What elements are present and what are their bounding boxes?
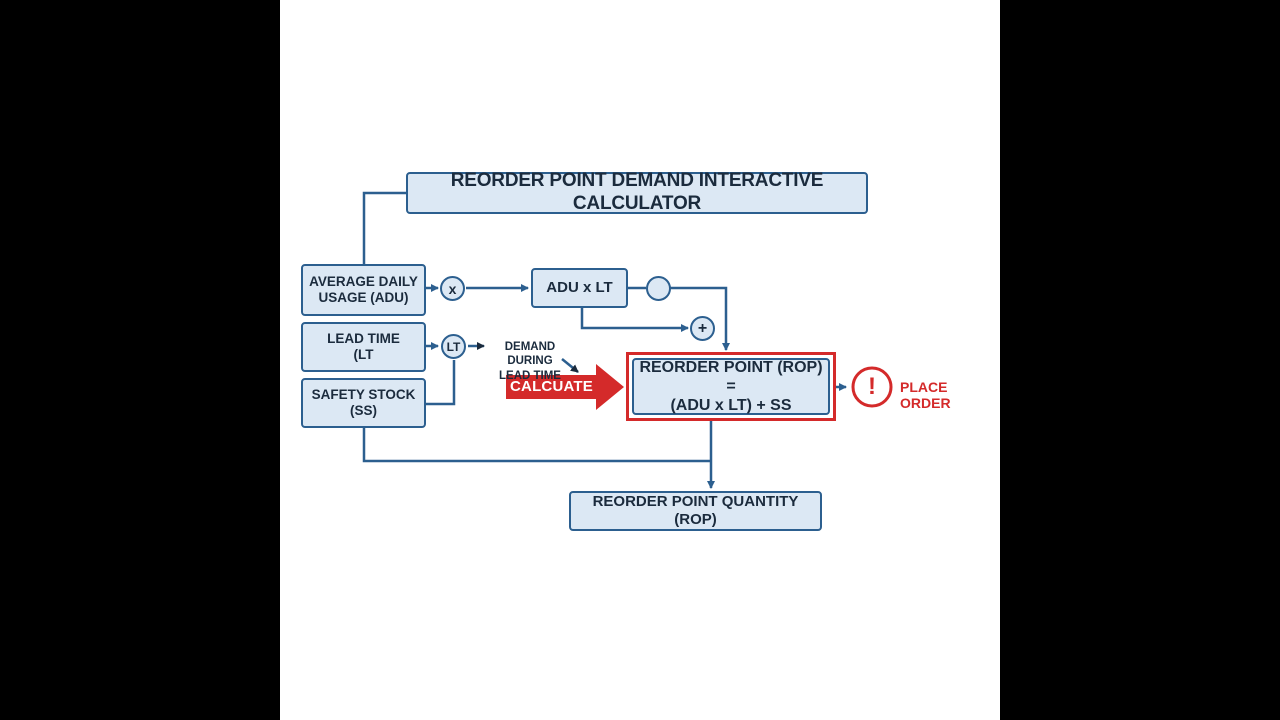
demand-during-lead-time-note: DEMAND DURING LEAD TIME (499, 341, 561, 382)
rop-highlight-frame: REORDER POINT (ROP) = (ADU x LT) + SS (626, 352, 836, 421)
product-to-add-line (580, 308, 689, 332)
safety-stock-input-box: SAFETY STOCK (SS) (301, 378, 426, 428)
rop-quantity-output-box: REORDER POINT QUANTITY (ROP) (569, 491, 822, 531)
multiply-operator: x (440, 276, 465, 301)
adu-input-box: AVERAGE DAILY USAGE (ADU) (301, 264, 426, 316)
lead-time-operator: LT (441, 334, 466, 359)
add-operator: + (690, 316, 715, 341)
connector-lines (362, 191, 893, 489)
blank-operator (646, 276, 671, 301)
alert-icon (851, 366, 893, 408)
calculate-label: CALCUATE (510, 378, 593, 395)
diagram-title: REORDER POINT DEMAND INTERACTIVE CALCULA… (406, 170, 868, 214)
adu-times-lt-box: ADU x LT (531, 268, 628, 308)
rop-formula-box: REORDER POINT (ROP) = (ADU x LT) + SS (632, 358, 830, 415)
place-order-label: PLACE ORDER (900, 379, 951, 411)
diagram-canvas: REORDER POINT DEMAND INTERACTIVE CALCULA… (280, 0, 1000, 720)
title-connector (362, 191, 406, 264)
lead-time-input-box: LEAD TIME (LT (301, 322, 426, 372)
ss-to-lt-line (426, 360, 456, 406)
calculate-arrow (506, 364, 624, 410)
note-pointer-line (561, 358, 579, 373)
blank-to-rop-line (670, 286, 730, 351)
bottom-loop-line (362, 428, 711, 463)
alert-symbol: ! (868, 373, 876, 400)
